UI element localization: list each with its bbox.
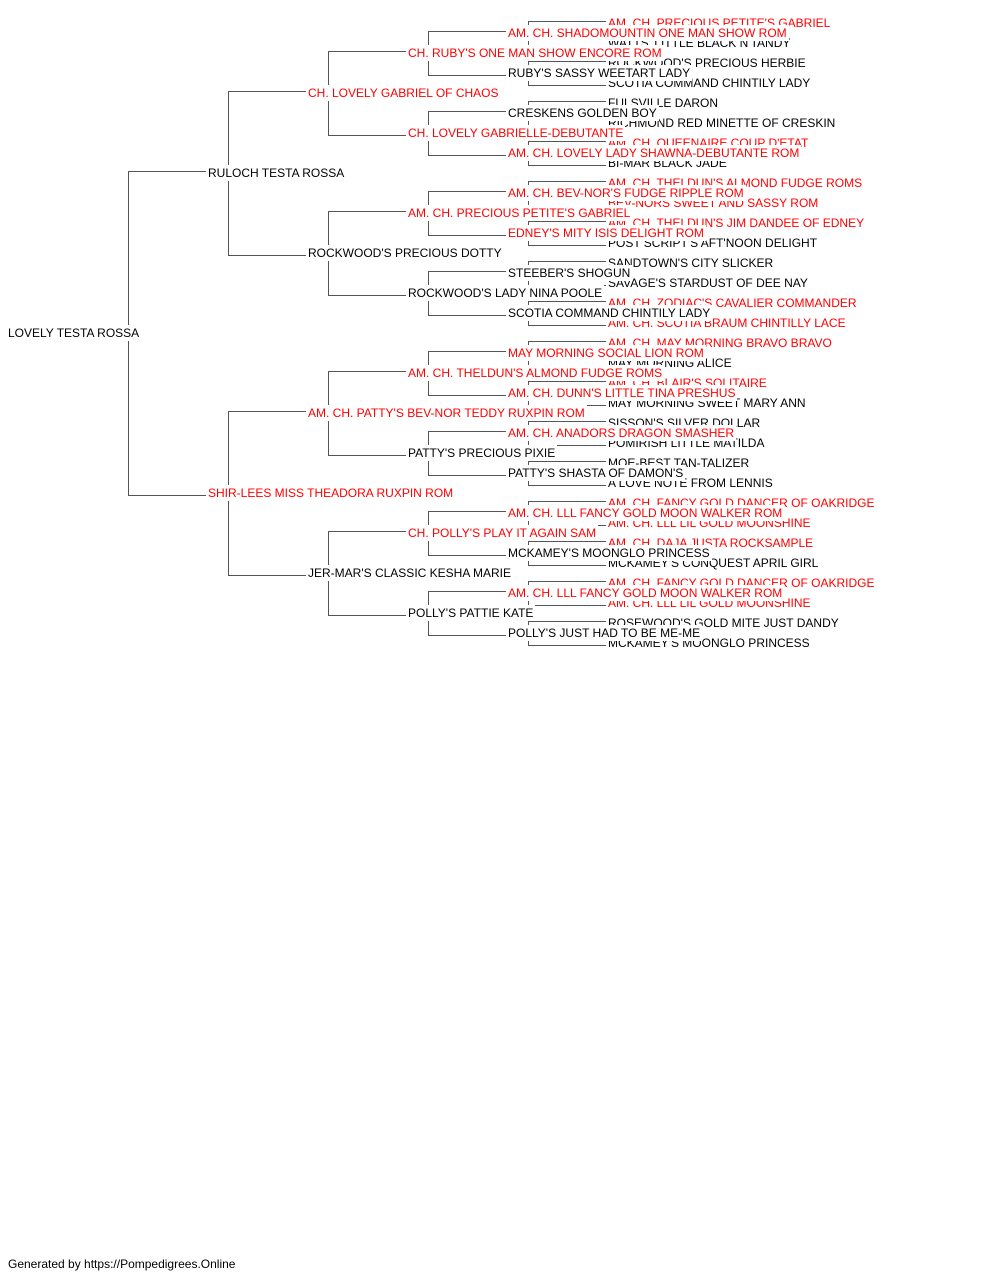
sire-name: AM. CH. THELDUN'S ALMOND FUDGE ROMS xyxy=(408,365,665,381)
connector-line xyxy=(328,615,406,616)
connector-line xyxy=(528,141,606,142)
connector-line xyxy=(528,341,606,342)
sire-name: CH. RUBY'S ONE MAN SHOW ENCORE ROM xyxy=(408,45,664,61)
connector-line xyxy=(328,531,406,532)
dam-name: ROCKWOOD'S LADY NINA POOLE xyxy=(408,285,605,301)
sire-name: AM. CH. LLL FANCY GOLD MOON WALKER ROM xyxy=(508,505,785,521)
dam-name: SHIR-LEES MISS THEADORA RUXPIN ROM xyxy=(208,485,456,501)
dam-name: POLLY'S PATTIE KATE xyxy=(408,605,536,621)
connector-line xyxy=(228,411,306,412)
connector-line xyxy=(528,565,606,566)
connector-line xyxy=(428,475,506,476)
connector-line xyxy=(528,645,606,646)
connector-line xyxy=(428,511,506,512)
sire-name: AM. CH. SHADOMOUNTIN ONE MAN SHOW ROM xyxy=(508,25,789,41)
connector-line xyxy=(528,461,606,462)
sire-name: AM. CH. PATTY'S BEV-NOR TEDDY RUXPIN ROM xyxy=(308,405,587,421)
footer-credit: Generated by https://Pompedigrees.Online xyxy=(8,1257,236,1271)
connector-line xyxy=(228,91,306,92)
connector-line xyxy=(528,165,606,166)
connector-line xyxy=(128,171,206,172)
connector-line xyxy=(328,295,406,296)
connector-line xyxy=(528,605,606,606)
connector-line xyxy=(328,211,406,212)
connector-line xyxy=(528,101,606,102)
connector-line xyxy=(528,581,606,582)
connector-line xyxy=(428,235,506,236)
dam-name: ROCKWOOD'S PRECIOUS DOTTY xyxy=(308,245,504,261)
sire-name: AM. CH. ANADORS DRAGON SMASHER xyxy=(508,425,737,441)
dam-name: EDNEY'S MITY ISIS DELIGHT ROM xyxy=(508,225,706,241)
connector-line xyxy=(528,85,606,86)
connector-line xyxy=(428,75,506,76)
connector-line xyxy=(528,301,606,302)
connector-line xyxy=(428,315,506,316)
connector-line xyxy=(528,221,606,222)
sire-name: AM. CH. BEV-NOR'S FUDGE RIPPLE ROM xyxy=(508,185,746,201)
sire-name: STEEBER'S SHOGUN xyxy=(508,265,633,281)
dam-name: CH. LOVELY GABRIELLE-DEBUTANTE xyxy=(408,125,626,141)
sire-name: CH. POLLY'S PLAY IT AGAIN SAM xyxy=(408,525,599,541)
dam-name: AM. CH. LOVELY LADY SHAWNA-DEBUTANTE ROM xyxy=(508,145,802,161)
dam-name: PATTY'S PRECIOUS PIXIE xyxy=(408,445,558,461)
connector-line xyxy=(428,31,506,32)
connector-line xyxy=(428,555,506,556)
connector-line xyxy=(428,591,506,592)
connector-line xyxy=(328,51,406,52)
connector-line xyxy=(528,621,606,622)
connector-line xyxy=(428,191,506,192)
dam-name: PATTY'S SHASTA OF DAMON'S xyxy=(508,465,686,481)
subject-name: LOVELY TESTA ROSSA xyxy=(8,325,142,341)
connector-line xyxy=(528,501,606,502)
connector-line xyxy=(428,395,506,396)
connector-line xyxy=(528,245,606,246)
connector-line xyxy=(528,261,606,262)
sire-name: SANDTOWN'S CITY SLICKER xyxy=(608,255,776,271)
dam-name: JER-MAR'S CLASSIC KESHA MARIE xyxy=(308,565,514,581)
connector-line xyxy=(428,431,506,432)
dam-name: AM. CH. DUNN'S LITTLE TINA PRESHUS xyxy=(508,385,738,401)
connector-line xyxy=(128,495,206,496)
connector-line xyxy=(328,135,406,136)
dam-name: MCKAMEY'S MOONGLO PRINCESS xyxy=(508,545,712,561)
sire-name: CRESKENS GOLDEN BOY xyxy=(508,105,659,121)
dam-name: POLLY'S JUST HAD TO BE ME-ME xyxy=(508,625,703,641)
connector-line xyxy=(428,351,506,352)
connector-line xyxy=(528,485,606,486)
connector-line xyxy=(528,21,606,22)
dam-name: SCOTIA COMMAND CHINTILY LADY xyxy=(508,305,713,321)
connector-line xyxy=(428,155,506,156)
dam-name: RUBY'S SASSY WEETART LADY xyxy=(508,65,693,81)
dam-name: SAVAGE'S STARDUST OF DEE NAY xyxy=(608,275,810,291)
connector-line xyxy=(428,635,506,636)
connector-line xyxy=(228,575,306,576)
connector-line xyxy=(528,445,606,446)
connector-line xyxy=(328,371,406,372)
connector-line xyxy=(528,541,606,542)
connector-line xyxy=(428,271,506,272)
connector-line xyxy=(528,381,606,382)
connector-line xyxy=(528,181,606,182)
connector-line xyxy=(228,255,306,256)
connector-line xyxy=(528,325,606,326)
dam-name: RICHMOND RED MINETTE OF CRESKIN xyxy=(608,115,838,131)
connector-line xyxy=(528,421,606,422)
sire-name: AM. CH. PRECIOUS PETITE'S GABRIEL xyxy=(408,205,633,221)
connector-line xyxy=(328,455,406,456)
sire-name: CH. LOVELY GABRIEL OF CHAOS xyxy=(308,85,501,101)
sire-name: AM. CH. LLL FANCY GOLD MOON WALKER ROM xyxy=(508,585,785,601)
connector-line xyxy=(428,111,506,112)
connector-line xyxy=(528,61,606,62)
sire-name: RULOCH TESTA ROSSA xyxy=(208,165,347,181)
sire-name: MAY MORNING SOCIAL LION ROM xyxy=(508,345,706,361)
